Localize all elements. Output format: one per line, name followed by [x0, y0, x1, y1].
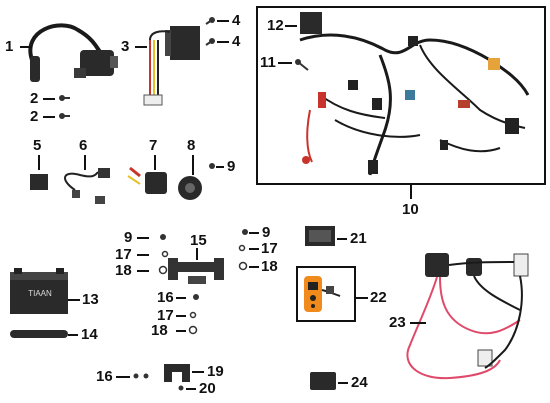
callout-16b: 16: [96, 368, 113, 385]
leader-2a: [43, 98, 55, 100]
leader-11: [278, 62, 292, 64]
callout-14: 14: [81, 326, 98, 343]
nut-20-illustration: [178, 385, 184, 391]
leader-5: [38, 155, 40, 170]
screw-pair-illustration: [59, 95, 70, 119]
callout-19: 19: [207, 363, 224, 380]
callout-8: 8: [187, 137, 196, 154]
callout-16a: 16: [157, 289, 174, 306]
callout-12: 12: [267, 17, 284, 34]
leader-19: [192, 371, 204, 373]
callout-21: 21: [350, 230, 367, 247]
horn-illustration: [178, 176, 202, 200]
callout-9c: 9: [262, 224, 271, 241]
screw-16-bottom-illustration: [133, 373, 149, 379]
leader-4b: [217, 41, 229, 43]
leader-10: [410, 185, 412, 199]
cdi-unit-illustration: [305, 226, 335, 246]
remote-fob-illustration: [304, 276, 341, 312]
connector-24-illustration: [310, 372, 336, 390]
callout-4a: 4: [232, 12, 241, 29]
leader-1: [20, 46, 32, 48]
callout-1: 1: [5, 38, 14, 55]
leader-9b: [137, 237, 149, 239]
callout-23: 23: [389, 314, 406, 331]
leader-16a: [176, 297, 186, 299]
clip-11-illustration: [295, 59, 309, 71]
callout-13: 13: [82, 291, 99, 308]
leader-8: [192, 155, 194, 175]
wiring-harness-illustration: [299, 33, 530, 176]
callout-17a: 17: [115, 246, 132, 263]
bracket-hardware-illustration: [158, 229, 248, 335]
leader-16b: [116, 376, 130, 378]
leader-17b: [249, 248, 259, 250]
callout-24: 24: [351, 374, 368, 391]
leader-12: [285, 25, 297, 27]
leader-18c: [176, 330, 186, 332]
callout-20: 20: [199, 380, 216, 397]
regulator-rectifier-illustration: [143, 26, 200, 106]
leader-13: [68, 299, 80, 301]
leader-18a: [137, 270, 149, 272]
callout-17b: 17: [261, 240, 278, 257]
leader-7: [154, 155, 156, 170]
sensor-6-illustration: [64, 168, 110, 204]
callout-18b: 18: [261, 258, 278, 275]
callout-4b: 4: [232, 33, 241, 50]
leader-20: [186, 388, 196, 390]
bracket-19-illustration: [164, 364, 190, 382]
callout-15: 15: [190, 232, 207, 249]
ignition-coil-illustration: [28, 23, 118, 82]
leader-2b: [43, 116, 55, 118]
leader-4a: [217, 20, 229, 22]
remote-frame: [296, 266, 356, 322]
leader-18b: [249, 266, 259, 268]
leader-21: [337, 238, 347, 240]
callout-2b: 2: [30, 108, 39, 125]
callout-22: 22: [370, 289, 387, 306]
battery-strap-illustration: [10, 330, 68, 338]
relay-12-illustration: [300, 12, 322, 34]
leader-14: [68, 334, 78, 336]
callout-17c: 17: [157, 307, 174, 324]
screw-4-illustration: [205, 17, 215, 46]
callout-18c: 18: [151, 322, 168, 339]
alarm-harness-illustration: [406, 253, 529, 380]
leader-17a: [137, 254, 149, 256]
callout-9a: 9: [227, 158, 236, 175]
screw-9-illustration: [209, 163, 215, 169]
starter-relay-illustration: [127, 166, 167, 194]
leader-6: [84, 155, 86, 170]
leader-17c: [176, 315, 186, 317]
leader-22: [356, 297, 368, 299]
callout-9b: 9: [124, 229, 133, 246]
callout-5: 5: [33, 137, 42, 154]
leader-9a: [216, 166, 224, 168]
leader-15: [196, 248, 198, 260]
callout-10: 10: [402, 201, 419, 218]
leader-23: [410, 322, 426, 324]
bracket-15-illustration: [168, 258, 224, 284]
callout-7: 7: [149, 137, 158, 154]
battery-brand-label: TIAAN: [28, 289, 52, 298]
callout-2a: 2: [30, 90, 39, 107]
leader-24: [338, 382, 348, 384]
leader-9c: [249, 232, 259, 234]
callout-18a: 18: [115, 262, 132, 279]
harness-frame: [256, 6, 546, 185]
callout-11: 11: [260, 54, 276, 71]
leader-3: [135, 46, 147, 48]
callout-6: 6: [79, 137, 88, 154]
battery-illustration: [10, 268, 68, 314]
callout-3: 3: [121, 38, 130, 55]
relay-5-illustration: [30, 174, 48, 190]
